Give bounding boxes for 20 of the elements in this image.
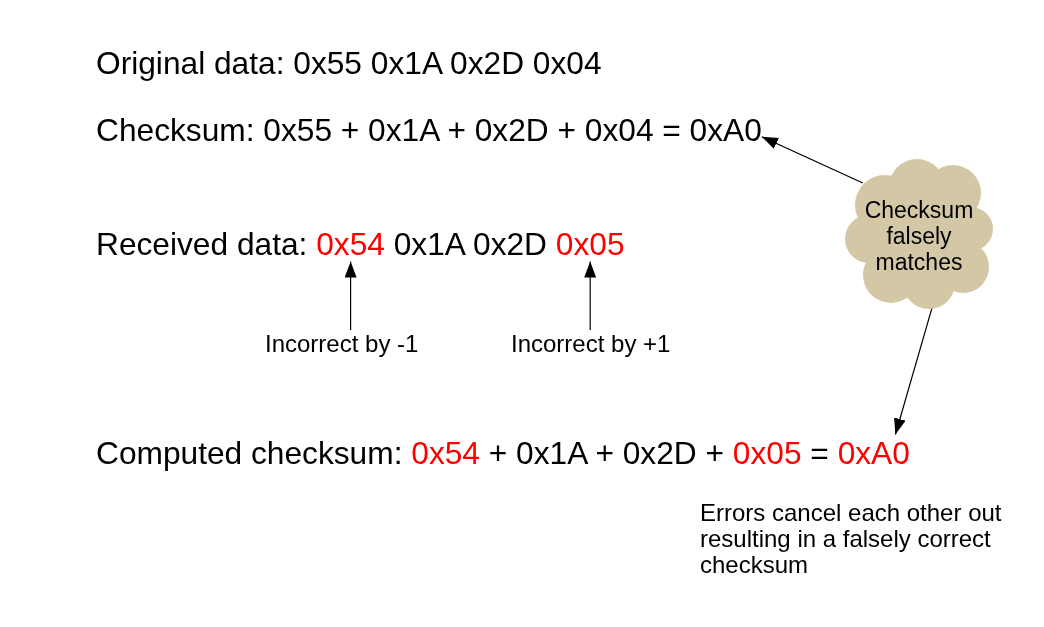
cloud-text: Checksum falsely matches [863, 197, 975, 275]
data-line-text: Original data: 0x55 0x1A 0x2D 0x04 [96, 44, 602, 81]
checksum-value: 0xA0 [837, 434, 910, 471]
checksum-equation-text: Checksum: 0x55 + 0x1A + 0x2D + 0x04 = 0xA0 [96, 111, 762, 148]
received-data-label: Received data: [96, 225, 308, 262]
byte-value: 0x54 [411, 434, 480, 471]
byte-value: 0x05 [732, 434, 802, 471]
arrow [584, 260, 597, 331]
byte-value: 0x54 [316, 225, 385, 262]
arrow [344, 260, 357, 331]
sum-text: + 0x1A + 0x2D + [488, 434, 724, 471]
annotation-text: Incorrect by -1 [265, 330, 419, 358]
arrow [761, 136, 864, 184]
annotation-text: Incorrect by +1 [511, 330, 671, 358]
byte-values: 0x1A 0x2D [393, 225, 547, 262]
arrow [894, 306, 933, 436]
byte-value: 0x05 [555, 225, 625, 262]
note-text: Errors cancel each other out resulting in a falsely correct checksum [700, 500, 1003, 578]
computed-checksum-label: Computed checksum: [96, 434, 403, 471]
equals-sign: = [810, 434, 829, 471]
